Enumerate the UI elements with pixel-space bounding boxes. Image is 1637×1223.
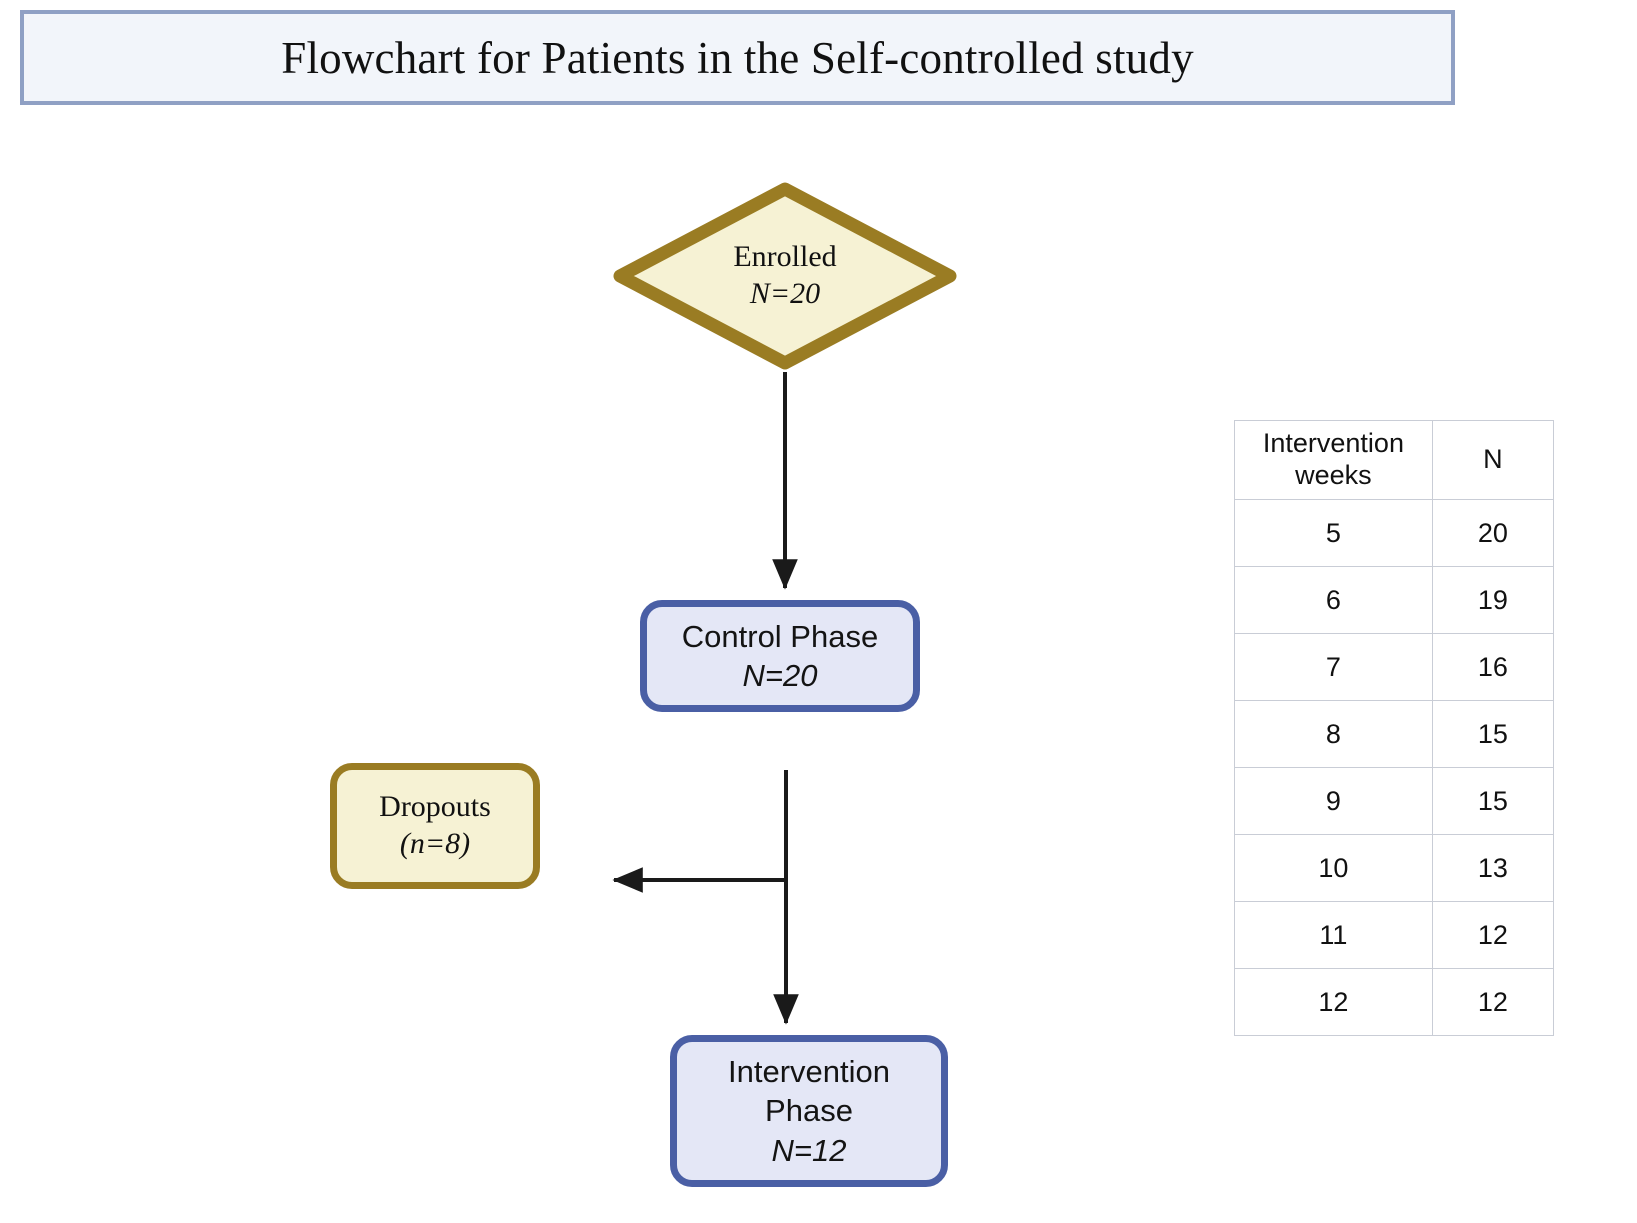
table-header-row: Intervention weeks N bbox=[1234, 420, 1555, 500]
cell-n: 12 bbox=[1431, 968, 1555, 1036]
node-enrolled-label: Enrolled bbox=[733, 240, 837, 274]
node-dropouts[interactable]: Dropouts (n=8) bbox=[330, 763, 540, 889]
node-control-phase-label: Control Phase bbox=[681, 618, 879, 654]
cell-n: 16 bbox=[1431, 633, 1555, 701]
cell-intervention-week: 5 bbox=[1234, 499, 1433, 567]
cell-n: 12 bbox=[1431, 901, 1555, 969]
cell-n: 19 bbox=[1431, 566, 1555, 634]
cell-n: 20 bbox=[1431, 499, 1555, 567]
node-dropouts-count: (n=8) bbox=[399, 827, 471, 860]
column-header-intervention-weeks: Intervention weeks bbox=[1234, 420, 1433, 500]
column-header-line1: Intervention bbox=[1262, 428, 1404, 459]
cell-intervention-week: 12 bbox=[1234, 968, 1433, 1036]
node-enrolled-count: N=20 bbox=[749, 277, 821, 310]
node-control-phase-count: N=20 bbox=[742, 658, 818, 693]
diamond-shape bbox=[613, 182, 957, 370]
cell-intervention-week: 8 bbox=[1234, 700, 1433, 768]
node-intervention-phase-label-line2: Phase bbox=[765, 1093, 853, 1129]
node-intervention-phase[interactable]: Intervention Phase N=12 bbox=[670, 1035, 948, 1187]
figure-title-banner: Flowchart for Patients in the Self-contr… bbox=[20, 10, 1455, 105]
node-intervention-phase-count: N=12 bbox=[771, 1132, 847, 1168]
page-title: Flowchart for Patients in the Self-contr… bbox=[281, 32, 1194, 83]
cell-intervention-week: 6 bbox=[1234, 566, 1433, 634]
node-enrolled[interactable]: Enrolled N=20 bbox=[613, 182, 957, 370]
cell-intervention-week: 10 bbox=[1234, 834, 1433, 902]
cell-intervention-week: 11 bbox=[1234, 901, 1433, 969]
cell-n: 13 bbox=[1431, 834, 1555, 902]
cell-intervention-week: 7 bbox=[1234, 633, 1433, 701]
cell-n: 15 bbox=[1431, 700, 1555, 768]
node-control-phase[interactable]: Control Phase N=20 bbox=[640, 600, 920, 712]
node-enrolled-label-group: Enrolled N=20 bbox=[613, 182, 957, 370]
column-header-line2: weeks bbox=[1295, 460, 1372, 490]
node-dropouts-label: Dropouts bbox=[379, 790, 491, 824]
cell-n: 15 bbox=[1431, 767, 1555, 835]
node-intervention-phase-label-line1: Intervention bbox=[728, 1054, 890, 1090]
column-header-n: N bbox=[1431, 420, 1555, 500]
cell-intervention-week: 9 bbox=[1234, 767, 1433, 835]
